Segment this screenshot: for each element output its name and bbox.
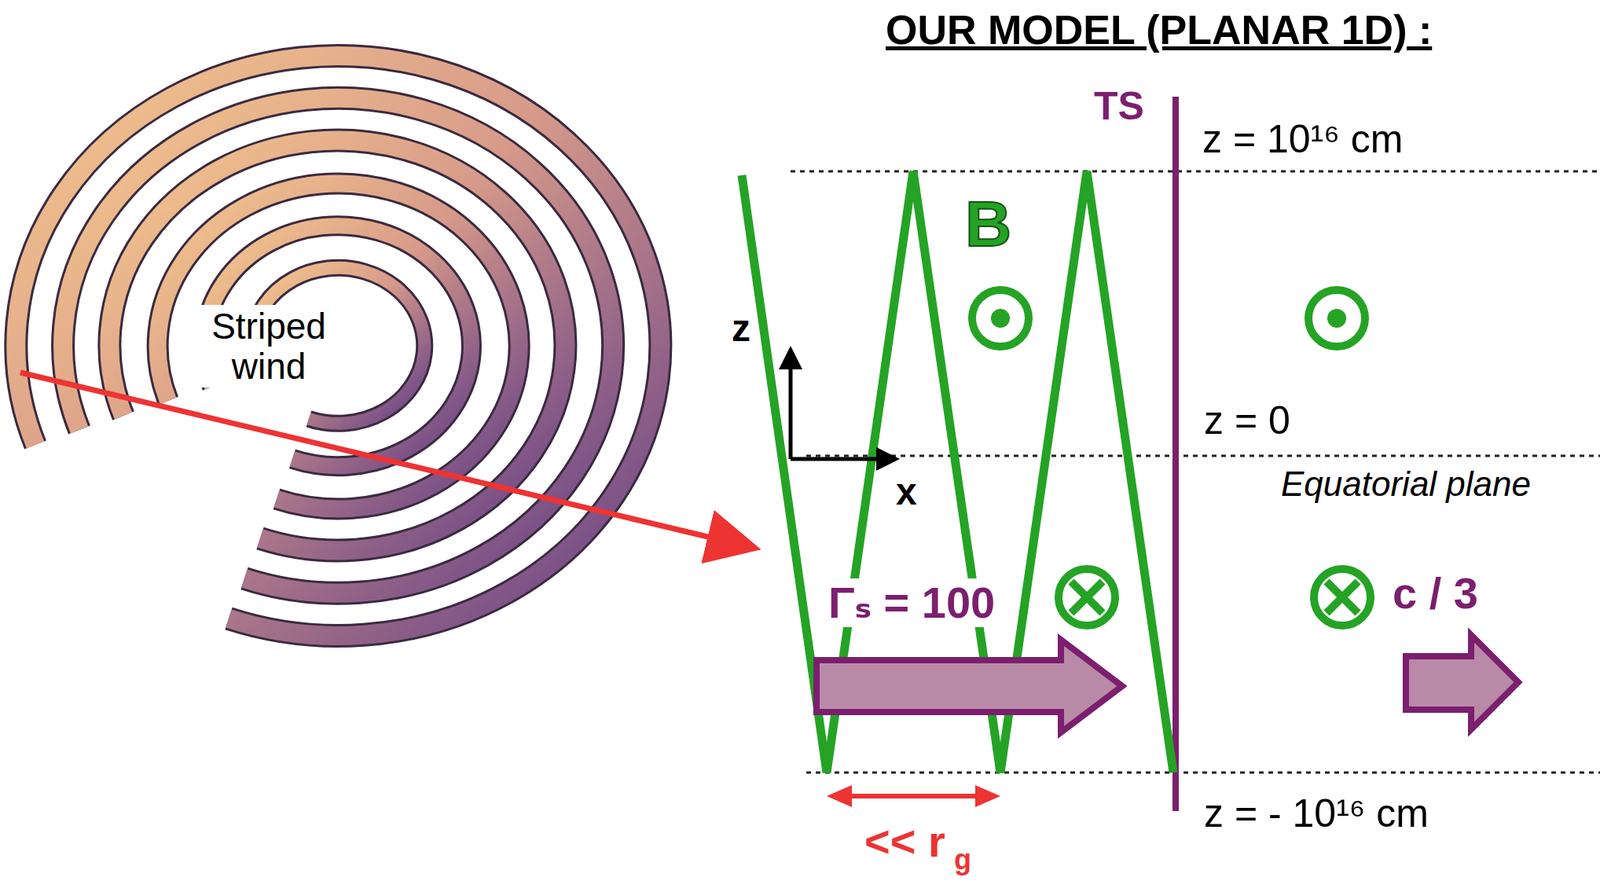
lorentz-factor: Γₛ = 100 — [825, 578, 999, 628]
axis-label: x — [895, 471, 918, 514]
field-symbols — [972, 289, 1371, 626]
wavelength-label: << r — [864, 817, 946, 867]
shock-label: TS — [1093, 84, 1145, 129]
wind-label: Striped wind — [179, 304, 359, 388]
downstream-flow-arrow — [1405, 634, 1519, 730]
axes — [790, 349, 896, 459]
reference-lines — [790, 171, 1600, 773]
coordinate-label: z = 10¹⁶ cm — [1202, 117, 1403, 162]
coordinate-label: z = - 10¹⁶ cm — [1203, 792, 1429, 836]
axis-label: z — [729, 308, 753, 350]
subscript: g — [954, 844, 972, 876]
termination-shock — [1172, 96, 1179, 812]
striped-wind-shells — [15, 55, 661, 636]
pointer-arrow — [20, 372, 751, 547]
wavelength-arrow — [826, 785, 1001, 808]
speed-label: c / 3 — [1392, 568, 1479, 618]
field-label: B — [965, 188, 1012, 260]
plane-label: Equatorial plane — [1280, 465, 1531, 503]
field-zigzag — [741, 171, 1174, 773]
wind-flow-arrow — [816, 639, 1123, 733]
coordinate-label: z = 0 — [1203, 399, 1291, 443]
title: OUR MODEL (PLANAR 1D) : — [885, 7, 1432, 53]
